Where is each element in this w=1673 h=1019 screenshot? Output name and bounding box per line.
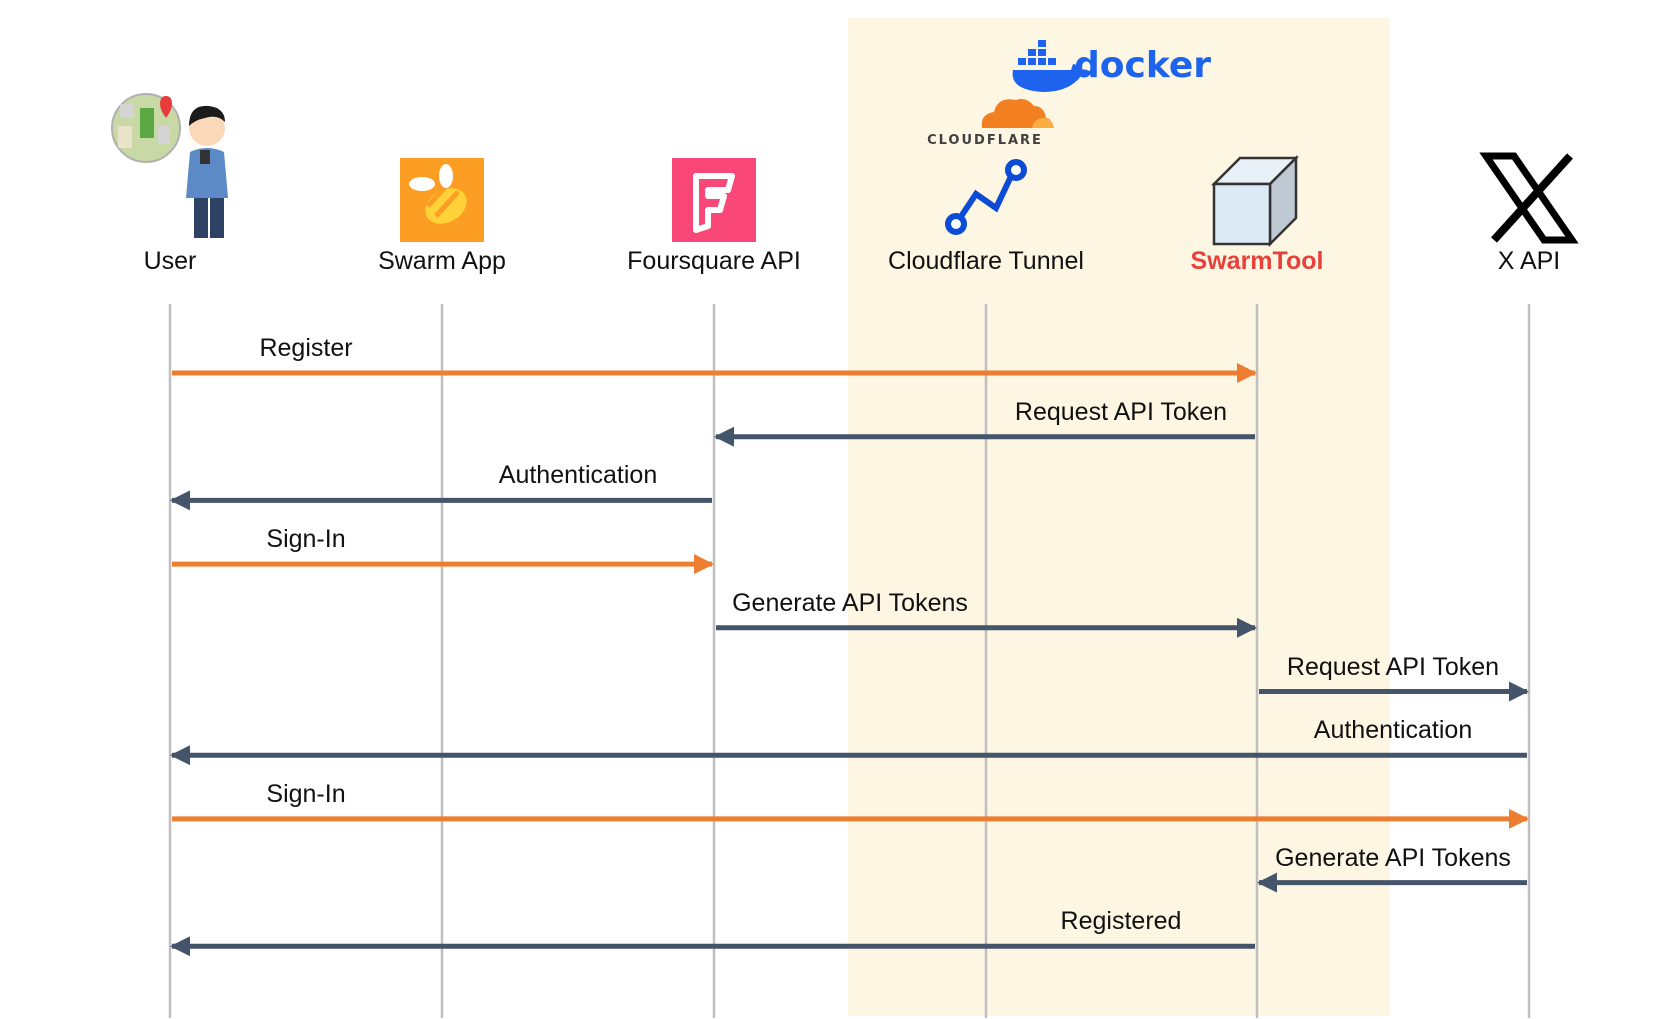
- message-label: Authentication: [1313, 716, 1473, 745]
- cube-icon: [1210, 154, 1300, 248]
- message-label: Sign-In: [266, 525, 346, 554]
- message-label: Request API Token: [1014, 397, 1228, 426]
- message-label: Sign-In: [266, 779, 346, 808]
- participant-label-foursquare: Foursquare API: [627, 247, 801, 275]
- user-with-map-icon: [111, 93, 228, 238]
- message-label: Registered: [1060, 907, 1182, 936]
- message-label: Generate API Tokens: [1275, 843, 1511, 872]
- tunnel-path-icon: [945, 159, 1027, 235]
- cloudflare-cloud-icon: [981, 98, 1054, 128]
- swarm-bee-icon: [400, 158, 484, 242]
- participant-label-user: User: [143, 247, 197, 275]
- docker-wordmark: docker: [1074, 45, 1211, 86]
- message-label: Request API Token: [1286, 652, 1500, 681]
- hosting-zone: [848, 18, 1390, 1016]
- message-label: Authentication: [498, 461, 658, 490]
- participant-label-swarm: Swarm App: [378, 247, 506, 275]
- docker-icon: [1012, 40, 1091, 92]
- x-logo-icon: [1479, 152, 1579, 244]
- participant-label-xapi: X API: [1497, 247, 1561, 275]
- participant-label-cloudflare: Cloudflare Tunnel: [888, 247, 1084, 275]
- participant-label-swarmtool: SwarmTool: [1190, 247, 1324, 275]
- cloudflare-wordmark: CLOUDFLARE: [927, 133, 1043, 148]
- message-label: Generate API Tokens: [732, 588, 968, 617]
- foursquare-logo-icon: [672, 158, 756, 242]
- message-label: Register: [259, 334, 353, 362]
